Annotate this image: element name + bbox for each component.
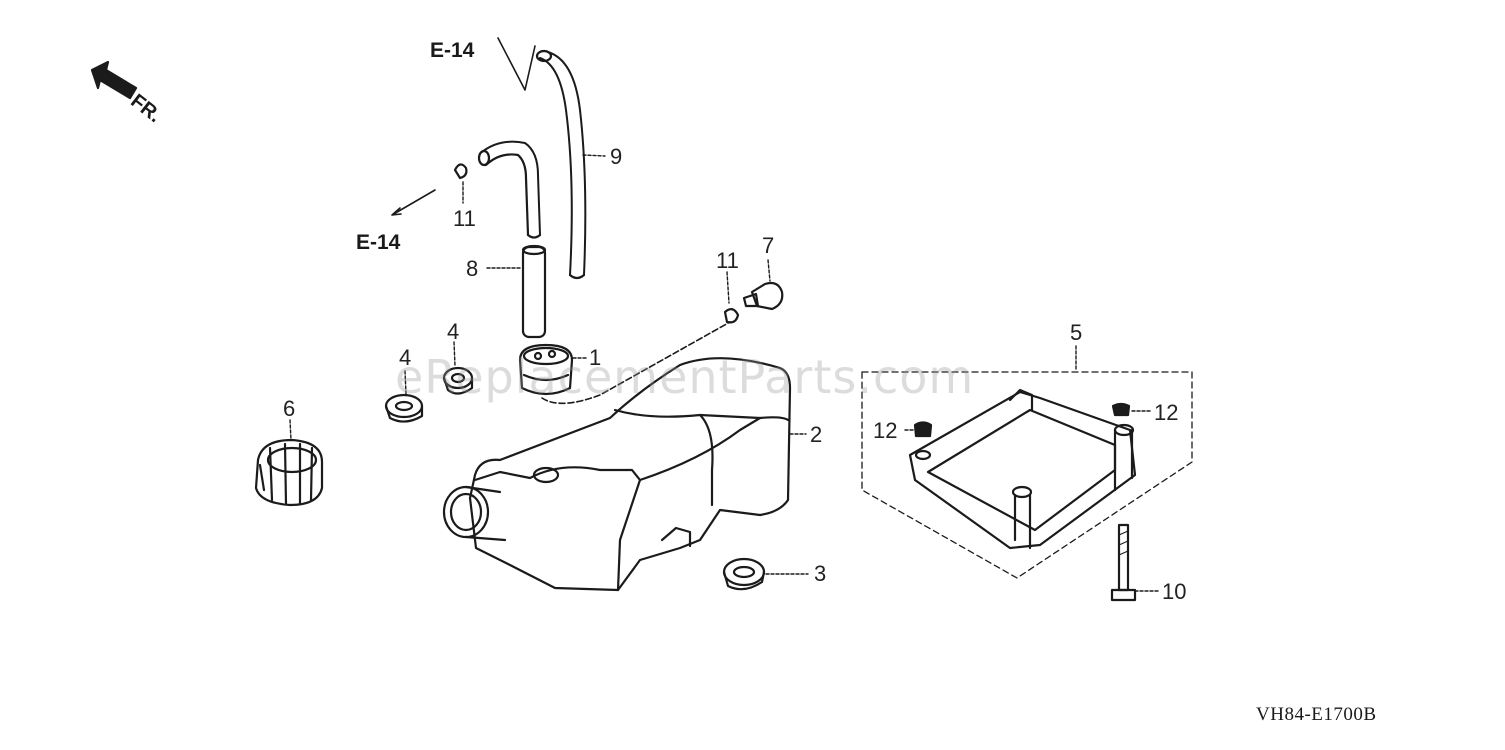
part-11-clip-upper	[453, 163, 468, 204]
drawing-code: VH84-E1700B	[1256, 704, 1377, 725]
part-5-bracket	[861, 345, 1193, 579]
callout-5: 5	[1070, 320, 1083, 345]
reference-label-e14-top: E-14	[430, 39, 475, 62]
bent-hose	[477, 140, 542, 239]
callout-10: 10	[1162, 579, 1187, 604]
part-4-grommet-left	[384, 370, 424, 423]
part-9-vent-tube	[535, 49, 606, 280]
callout-4-right: 4	[447, 319, 460, 344]
part-6-fuel-cap	[254, 419, 324, 507]
fuel-line	[541, 321, 731, 405]
part-7-fitting	[742, 259, 784, 311]
callout-7: 7	[762, 233, 775, 258]
part-4-grommet-right	[442, 341, 474, 395]
callout-11-upper: 11	[453, 206, 476, 231]
part-1-grommet	[518, 343, 587, 396]
part-10-bolt	[1110, 523, 1159, 602]
callout-12-left: 12	[873, 418, 898, 443]
part-11-clip-lower	[723, 271, 740, 324]
e14-left-leader-arrow	[391, 189, 436, 216]
part-2-fuel-tank	[442, 357, 807, 592]
front-direction-arrow-icon	[90, 60, 138, 100]
watermark: eReplacementParts.com	[395, 350, 975, 404]
callout-4-left: 4	[399, 345, 412, 370]
callout-1: 1	[589, 345, 602, 370]
callout-3: 3	[814, 561, 827, 586]
part-3-grommet	[722, 557, 809, 591]
callout-6: 6	[283, 396, 296, 421]
callout-8: 8	[466, 256, 479, 281]
e14-top-leader	[497, 37, 536, 91]
callout-11-lower: 11	[716, 248, 739, 273]
callout-12-right: 12	[1154, 400, 1179, 425]
reference-label-e14-left: E-14	[356, 231, 401, 254]
callout-2: 2	[810, 422, 823, 447]
part-8-tube	[486, 244, 547, 339]
callout-9: 9	[610, 144, 623, 169]
